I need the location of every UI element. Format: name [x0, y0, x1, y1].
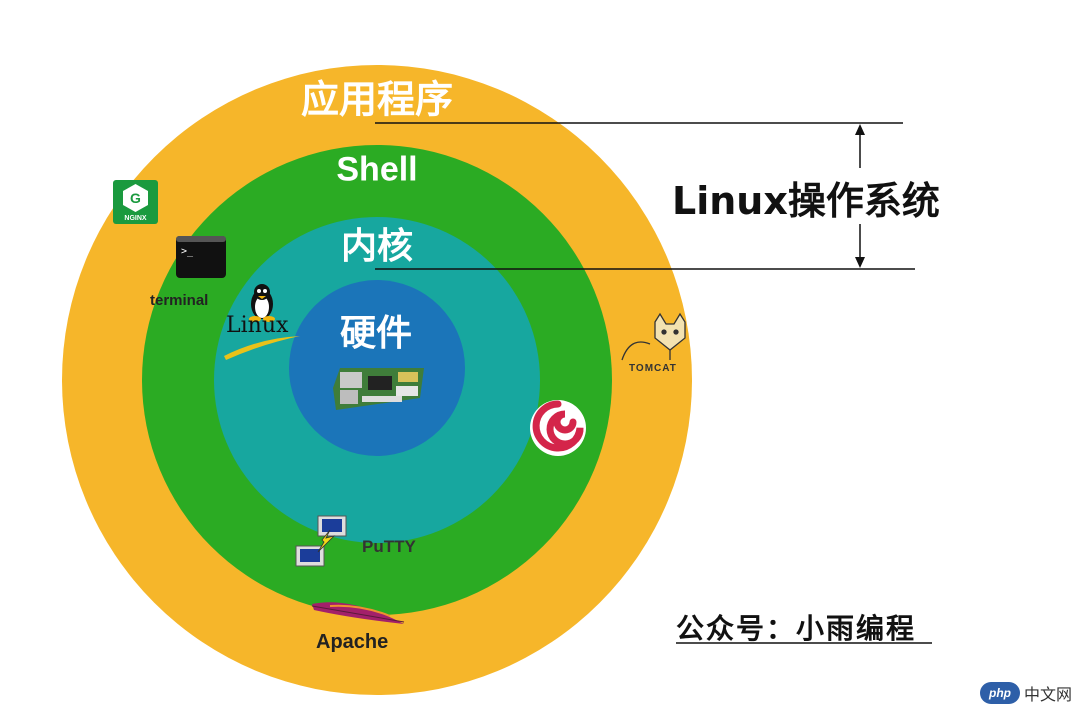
nginx-icon: G NGINX	[113, 180, 158, 224]
svg-text:G: G	[130, 190, 141, 206]
terminal-label: terminal	[150, 292, 209, 309]
svg-text:>_: >_	[181, 246, 194, 257]
ring-application-title: 应用程序	[300, 77, 454, 122]
raspberry-pi-board-icon	[333, 368, 424, 410]
putty-label: PuTTY	[362, 537, 416, 556]
ring-kernel-title: 内核	[340, 226, 414, 267]
terminal-icon: >_	[176, 236, 226, 278]
svg-text:NGINX: NGINX	[124, 215, 147, 222]
arrow-up-head	[855, 124, 865, 135]
ring-hardware-title: 硬件	[339, 313, 413, 354]
tux-penguin-icon	[249, 284, 275, 322]
site-watermark: php 中文网	[979, 681, 1072, 705]
site-watermark-text: 中文网	[1023, 685, 1072, 704]
tomcat-label: TOMCAT	[629, 363, 677, 374]
arrow-down-head	[855, 257, 865, 268]
os-bracket	[375, 122, 915, 270]
tomcat-icon	[621, 312, 686, 361]
ring-shell-title: Shell	[336, 150, 418, 189]
os-bracket-label: Linux操作系统	[672, 179, 940, 223]
php-logo-icon: php	[979, 682, 1020, 704]
linux-logo-text: Linux	[226, 313, 289, 338]
wechat-account-label: 公众号：小雨编程	[676, 612, 917, 645]
apache-label: Apache	[316, 631, 389, 653]
putty-icon	[295, 515, 347, 567]
apache-feather-icon	[311, 602, 405, 624]
debian-icon	[530, 400, 586, 456]
